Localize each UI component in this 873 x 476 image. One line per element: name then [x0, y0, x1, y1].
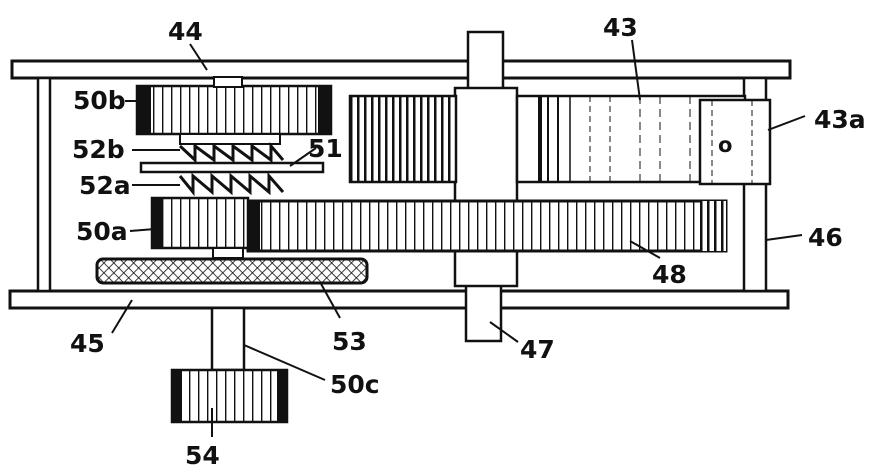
label-54: 54 [185, 441, 220, 470]
shaft-50c [210, 306, 246, 372]
label-50c: 50c [330, 370, 380, 399]
label-43a: 43a [814, 105, 866, 134]
bottom-plate [8, 289, 790, 310]
label-48: 48 [652, 260, 687, 289]
gear-43-teeth [348, 94, 458, 184]
label-53: 53 [332, 327, 367, 356]
top-plate [10, 59, 792, 80]
shaft-50-upper [213, 76, 243, 88]
label-50b: 50b [73, 86, 126, 115]
gear-50b [135, 84, 333, 136]
gear-43a [698, 98, 772, 186]
label-51: 51 [308, 134, 343, 163]
spring-52b [178, 141, 285, 164]
label-44: 44 [168, 17, 203, 46]
leader-lines [111, 39, 806, 437]
friction-disc-53 [95, 257, 369, 285]
shaft-50-mid [179, 133, 281, 145]
label-43: 43 [603, 13, 638, 42]
gear-48 [246, 199, 728, 253]
marker-o: o [718, 133, 732, 157]
label-52b: 52b [72, 135, 125, 164]
hub-47 [453, 86, 519, 288]
label-52a: 52a [79, 171, 131, 200]
shaft-50-lower [212, 247, 244, 259]
shaft-47-top [466, 30, 505, 96]
label-46: 46 [808, 223, 843, 252]
spring-52a [178, 172, 285, 197]
label-50a: 50a [76, 217, 128, 246]
knob-54 [170, 368, 289, 424]
label-47: 47 [520, 335, 555, 364]
gear-50a [150, 196, 250, 250]
label-45: 45 [70, 329, 105, 358]
left-wall [36, 76, 52, 293]
plate-51 [139, 161, 325, 174]
